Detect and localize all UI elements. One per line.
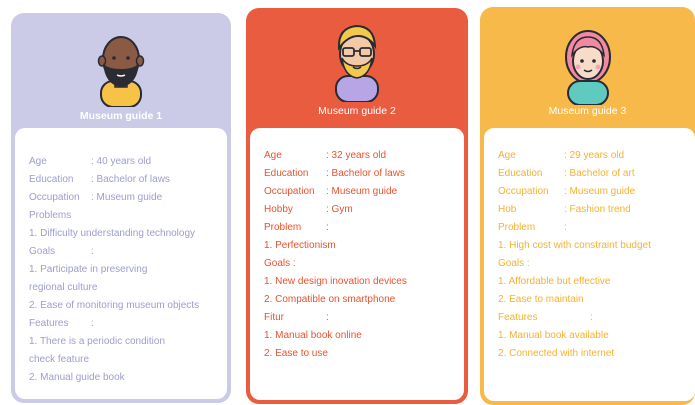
bald-bearded-man-avatar-icon xyxy=(97,36,145,107)
education-row: Education: Bachelor of laws xyxy=(264,168,405,179)
goal-item: 2. Ease of monitoring museum objects xyxy=(29,300,200,311)
feature-item: 2. Manual guide book xyxy=(29,372,125,383)
goal-item: 2. Ease to maintain xyxy=(498,294,584,305)
problems-heading: Problems xyxy=(29,210,72,221)
persona-details: Age: 29 years old Education: Bachelor of… xyxy=(484,128,695,401)
hobby-row: Hob: Fashion trend xyxy=(498,204,631,215)
feature-item: 2. Ease to use xyxy=(264,348,328,359)
persona-details: Age: 40 years old Education: Bachelor of… xyxy=(15,128,227,399)
goal-item: 1. Affordable but effective xyxy=(498,276,611,287)
occupation-row: Occupation: Museum guide xyxy=(29,192,163,203)
persona-title: Museum guide 2 xyxy=(318,105,396,117)
goals-heading: Goals : xyxy=(264,258,296,269)
feature-item: 1. Manual book online xyxy=(264,330,362,341)
problem-row: Problem: xyxy=(498,222,567,233)
persona-title: Museum guide 1 xyxy=(79,110,163,122)
problem-item: 1. Perfectionism xyxy=(264,240,336,251)
blond-man-with-glasses-avatar-icon xyxy=(335,24,379,102)
occupation-row: Occupation: Museum guide xyxy=(498,186,636,197)
persona-card-1: Museum guide 1 Age: 40 years old Educati… xyxy=(11,13,231,403)
persona-title: Museum guide 3 xyxy=(548,105,627,117)
education-row: Education: Bachelor of art xyxy=(498,168,635,179)
persona-details: Age: 32 years old Education: Bachelor of… xyxy=(250,128,464,400)
features-row: Features: xyxy=(498,312,593,323)
feature-item: 2. Connected with internet xyxy=(498,348,615,359)
features-row: Features: xyxy=(29,318,94,329)
goal-item: 1. Participate in preserving xyxy=(29,264,148,275)
feature-item: check feature xyxy=(29,354,90,365)
problem-row: Problem: xyxy=(264,222,329,233)
fitur-row: Fitur: xyxy=(264,312,329,323)
feature-item: 1. There is a periodic condition xyxy=(29,336,166,347)
persona-card-2: Museum guide 2 Age: 32 years old Educati… xyxy=(246,8,468,404)
pink-haired-woman-avatar-icon xyxy=(564,30,611,105)
goal-item: 2. Compatible on smartphone xyxy=(264,294,396,305)
problem-item: 1. High cost with constraint budget xyxy=(498,240,651,251)
age-row: Age: 32 years old xyxy=(264,150,387,161)
problem-item: 1. Difficulty understanding technology xyxy=(29,228,196,239)
occupation-row: Occupation: Museum guide xyxy=(264,186,398,197)
goal-item: 1. New design inovation devices xyxy=(264,276,407,287)
goals-heading: Goals : xyxy=(498,258,530,269)
goals-row: Goals: xyxy=(29,246,94,257)
goal-item: regional culture xyxy=(29,282,98,293)
age-row: Age: 29 years old xyxy=(498,150,625,161)
feature-item: 1. Manual book available xyxy=(498,330,609,341)
education-row: Education: Bachelor of laws xyxy=(29,174,170,185)
age-row: Age: 40 years old xyxy=(29,156,152,167)
hobby-row: Hobby: Gym xyxy=(264,204,353,215)
persona-card-3: Museum guide 3 Age: 29 years old Educati… xyxy=(480,7,695,405)
